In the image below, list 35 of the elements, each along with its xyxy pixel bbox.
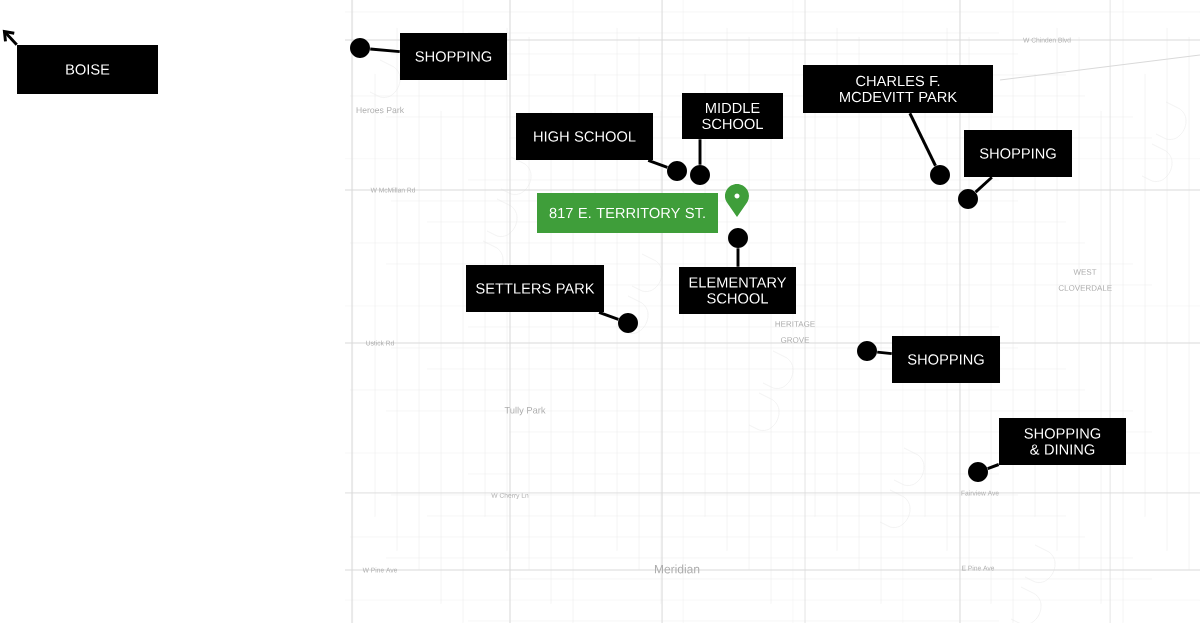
map-label: WEST CLOVERDALE — [1058, 269, 1112, 291]
label-box: SHOPPING — [964, 130, 1072, 177]
location-dot — [728, 228, 748, 248]
label-box: SHOPPING — [892, 336, 1000, 383]
label-box: HIGH SCHOOL — [516, 113, 653, 160]
map-label: Tully Park — [504, 406, 546, 416]
arrow — [2, 29, 18, 46]
map-label: Heroes Park — [356, 106, 405, 114]
leader-line — [908, 112, 937, 167]
leader-line — [974, 176, 993, 194]
leader-line — [987, 463, 1000, 470]
map-label: HERITAGE GROVE — [775, 321, 815, 343]
leader-line — [647, 158, 668, 169]
label-box: ELEMENTARY SCHOOL — [679, 267, 796, 314]
leader-line — [877, 350, 892, 356]
location-dot — [968, 462, 988, 482]
leader-line — [370, 47, 400, 54]
location-dot — [930, 165, 950, 185]
leader-line — [736, 248, 740, 267]
address-box: 817 E. TERRITORY ST. — [537, 193, 718, 233]
label-box: SHOPPING & DINING — [999, 418, 1126, 465]
location-dot — [350, 38, 370, 58]
map-label: Meridian — [655, 564, 700, 574]
label-box: CHARLES F. MCDEVITT PARK — [803, 65, 993, 113]
label-box: MIDDLE SCHOOL — [682, 93, 783, 139]
label-box: BOISE — [17, 45, 158, 94]
label-box: SETTLERS PARK — [466, 265, 604, 312]
leader-line — [698, 139, 702, 165]
location-dot — [690, 165, 710, 185]
leader-line — [598, 310, 619, 321]
location-dot — [857, 341, 877, 361]
location-dot — [667, 161, 687, 181]
label-box: SHOPPING — [400, 33, 507, 80]
location-dot — [618, 313, 638, 333]
location-dot — [958, 189, 978, 209]
